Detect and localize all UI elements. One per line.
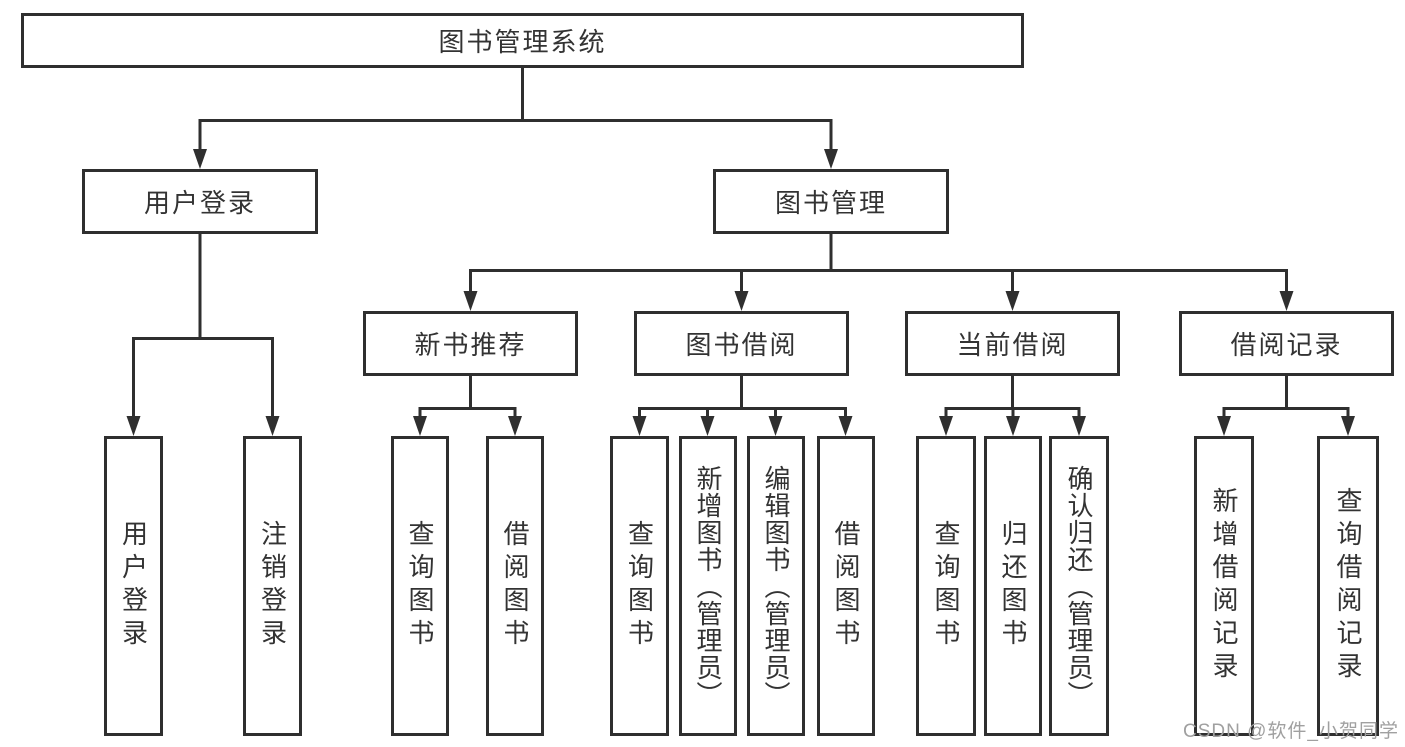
node-current-borrowing: 当前借阅 — [905, 311, 1120, 376]
leaf-borrow-books: 借阅图书 — [817, 436, 875, 736]
leaf-add-borrow-record: 新增借阅记录 — [1194, 436, 1254, 736]
node-book-borrowing: 图书借阅 — [634, 311, 849, 376]
leaf-borrow-books-recommend: 借阅图书 — [486, 436, 544, 736]
leaf-return-books: 归还图书 — [984, 436, 1042, 736]
node-user-login: 用户登录 — [82, 169, 318, 234]
leaf-add-books-admin: 新增图书（管理员） — [679, 436, 737, 736]
leaf-user-login: 用户登录 — [104, 436, 163, 736]
leaf-query-books-borrow: 查询图书 — [610, 436, 669, 736]
node-library-management-system: 图书管理系统 — [21, 13, 1024, 68]
leaf-query-books-current: 查询图书 — [916, 436, 976, 736]
csdn-watermark: CSDN @软件_小贺同学 — [1183, 721, 1399, 742]
leaf-confirm-return-admin: 确认归还（管理员） — [1049, 436, 1109, 736]
leaf-query-books-recommend: 查询图书 — [391, 436, 449, 736]
leaf-query-borrow-record: 查询借阅记录 — [1317, 436, 1379, 736]
node-book-management: 图书管理 — [713, 169, 949, 234]
node-borrowing-records: 借阅记录 — [1179, 311, 1394, 376]
leaf-edit-books-admin: 编辑图书（管理员） — [747, 436, 805, 736]
node-new-book-recommendation: 新书推荐 — [363, 311, 578, 376]
leaf-logout: 注销登录 — [243, 436, 302, 736]
